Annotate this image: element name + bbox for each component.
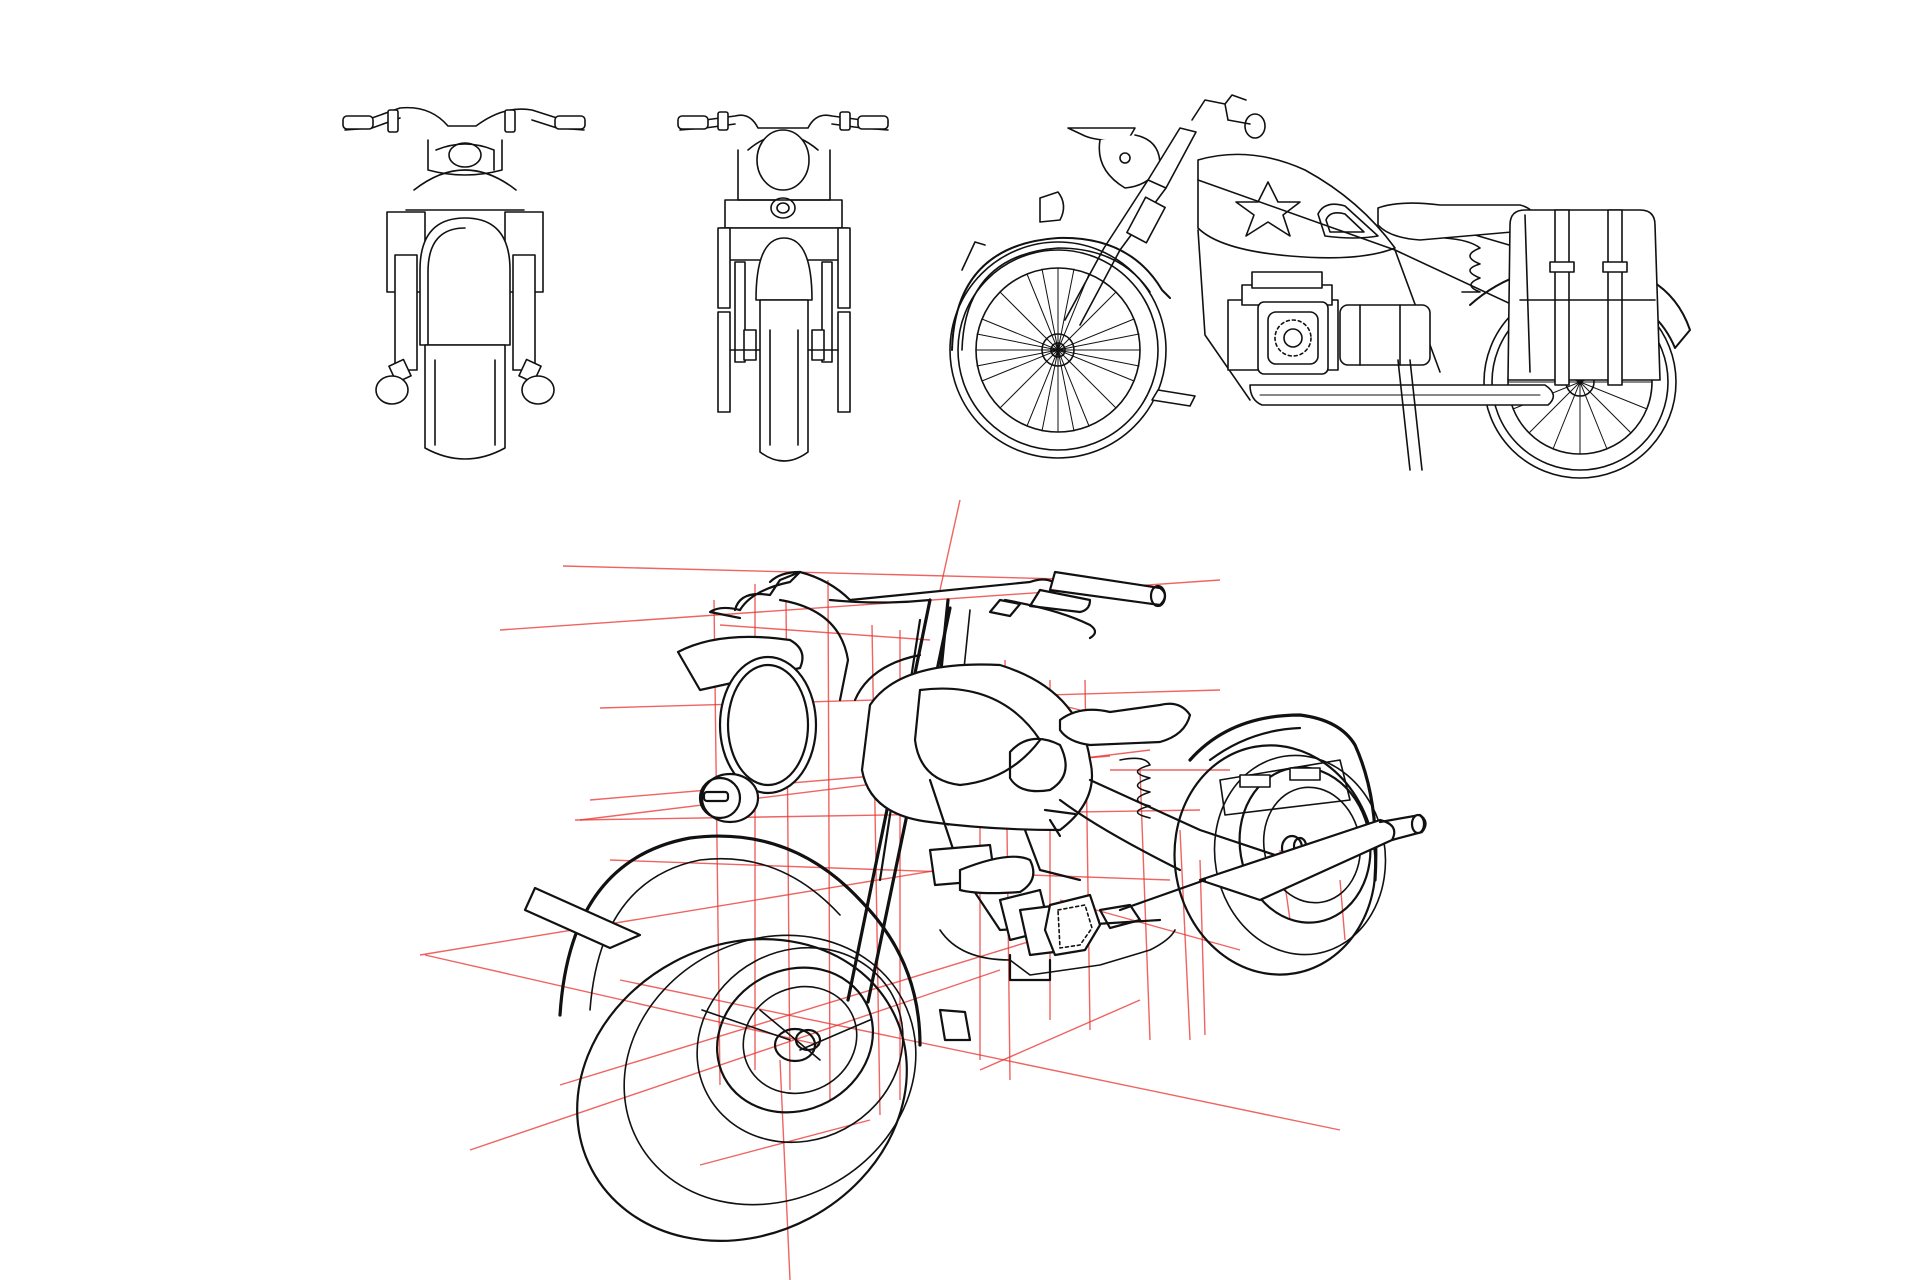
perspective-view bbox=[523, 570, 1427, 1242]
front-view bbox=[342, 106, 586, 460]
side-view bbox=[949, 94, 1691, 479]
side-front-wheel bbox=[949, 241, 1167, 459]
rear-view bbox=[677, 111, 889, 462]
perspective-front-wheel bbox=[576, 934, 917, 1242]
